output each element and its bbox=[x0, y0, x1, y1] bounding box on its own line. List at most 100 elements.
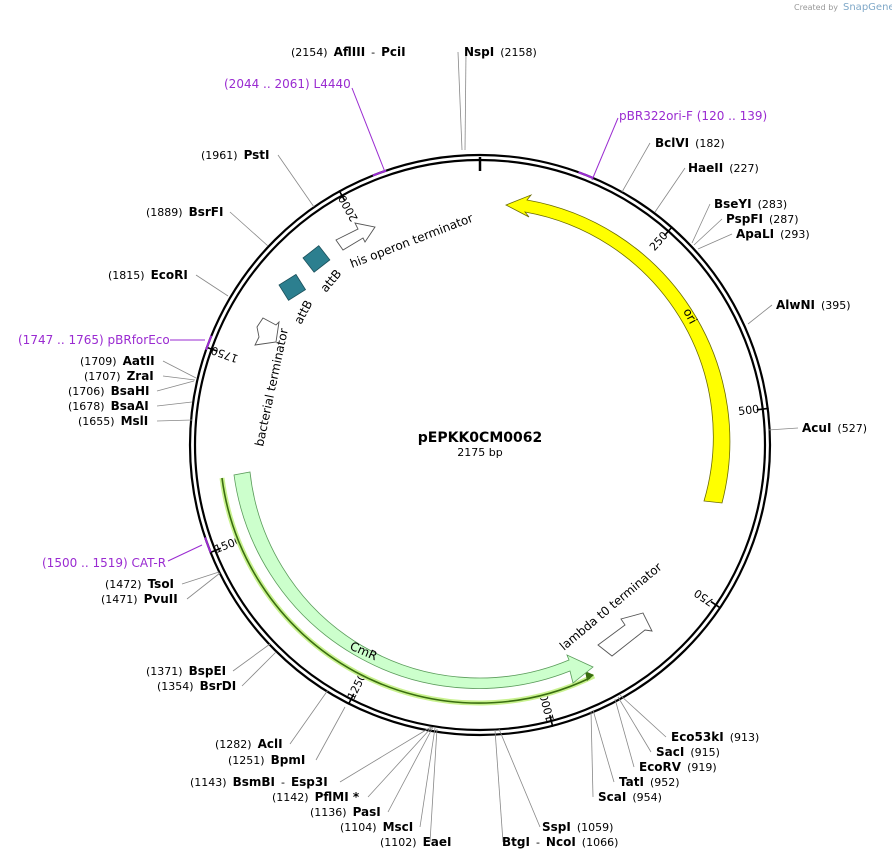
restriction-site-label[interactable]: ScaI(954) bbox=[598, 790, 662, 804]
restriction-site-label[interactable]: (1707)ZraI bbox=[84, 369, 154, 383]
tick-label-2000: 2000 bbox=[336, 193, 361, 224]
site-leader-line bbox=[241, 651, 277, 687]
lambda-t0-terminator-arrow[interactable] bbox=[597, 612, 653, 657]
site-leader-line bbox=[387, 726, 434, 813]
enzyme-name: TatI bbox=[619, 775, 644, 789]
ori-feature[interactable] bbox=[505, 194, 731, 504]
enzyme-name: HaeII bbox=[688, 161, 723, 175]
restriction-site-label[interactable]: (1815)EcoRI bbox=[108, 268, 188, 282]
site-position: (395) bbox=[821, 299, 851, 312]
restriction-site-label[interactable]: SspI (1059) bbox=[542, 820, 613, 834]
tick-mark-1250 bbox=[347, 693, 355, 705]
site-position: (2154) bbox=[291, 46, 328, 59]
site-leader-line bbox=[232, 643, 271, 672]
site-position: (1102) bbox=[380, 836, 417, 849]
tick-mark-2000 bbox=[338, 190, 346, 202]
restriction-site-label[interactable]: PspFI(287) bbox=[726, 212, 799, 226]
restriction-site-label[interactable]: EcoRV(919) bbox=[639, 760, 717, 774]
his-operon-terminator-arrow[interactable] bbox=[335, 222, 376, 251]
site-leader-line bbox=[691, 203, 711, 244]
site-position: (1655) bbox=[78, 415, 115, 428]
site-position: (527) bbox=[837, 422, 867, 435]
tick-mark-750 bbox=[710, 600, 722, 609]
site-position: (1143) bbox=[190, 776, 227, 789]
restriction-site-label[interactable]: AcuI(527) bbox=[802, 421, 867, 435]
restriction-site-label[interactable]: (1142)PflMI * bbox=[272, 790, 360, 804]
site-position: (1059) bbox=[577, 821, 614, 834]
primer-label[interactable]: (1500 .. 1519) CAT-R bbox=[42, 556, 166, 570]
enzyme-name: EaeI bbox=[423, 835, 452, 849]
primer-label[interactable]: (1747 .. 1765) pBRforEco bbox=[18, 333, 170, 347]
attb-box-1[interactable] bbox=[278, 273, 307, 301]
enzyme-name: BclVI bbox=[655, 136, 689, 150]
restriction-sites: (2154)AflIII-PciI NspI(2158) BclVI(182) Hae… bbox=[68, 45, 867, 849]
site-leader-line bbox=[367, 726, 433, 798]
site-leader-line bbox=[162, 375, 196, 381]
restriction-site-label[interactable]: (1709)AatII bbox=[80, 354, 155, 368]
site-leader-line bbox=[590, 710, 594, 798]
site-position: (283) bbox=[758, 198, 788, 211]
his-operon-terminator-label: his operon terminator bbox=[348, 211, 475, 271]
site-leader-line bbox=[315, 706, 346, 761]
site-leader-line bbox=[162, 360, 197, 379]
restriction-site-label[interactable]: TatI(952) bbox=[619, 775, 680, 789]
site-position: - bbox=[536, 836, 540, 849]
restriction-site-label[interactable]: (1136)PasI bbox=[310, 805, 381, 819]
restriction-site-label[interactable]: (1471)PvuII bbox=[101, 592, 178, 606]
enzyme-name: AclI bbox=[258, 737, 283, 751]
enzyme-name: SspI bbox=[542, 820, 571, 834]
restriction-site-label[interactable]: (1102) EaeI bbox=[380, 835, 451, 849]
site-position: (293) bbox=[780, 228, 810, 241]
site-leader-line bbox=[156, 401, 193, 407]
cmr-strand-line bbox=[221, 477, 591, 704]
site-leader-line bbox=[498, 728, 541, 828]
site-position: (287) bbox=[769, 213, 799, 226]
restriction-site-label[interactable]: ApaLI (293) bbox=[736, 227, 810, 241]
enzyme-name: Eco53kI bbox=[671, 730, 724, 744]
restriction-site-label[interactable]: BseYI(283) bbox=[714, 197, 787, 211]
restriction-site-label[interactable]: SacI(915) bbox=[656, 745, 720, 759]
restriction-site-label[interactable]: BclVI(182) bbox=[655, 136, 725, 150]
primer-label[interactable]: pBR322ori-F (120 .. 139) bbox=[619, 109, 767, 123]
primer-leader-line bbox=[167, 544, 203, 562]
site-leader-line bbox=[186, 572, 221, 600]
site-leader-line bbox=[617, 696, 652, 753]
restriction-site-label[interactable]: (1143)BsmBI-Esp3I bbox=[190, 775, 328, 789]
restriction-site-label[interactable]: NspI(2158) bbox=[464, 45, 537, 59]
restriction-site-label[interactable]: (2154)AflIII-PciI bbox=[291, 45, 406, 59]
site-position: (915) bbox=[690, 746, 720, 759]
cmr-feature[interactable] bbox=[233, 471, 594, 689]
enzyme-name: PstI bbox=[244, 148, 270, 162]
restriction-site-label[interactable]: AlwNI(395) bbox=[776, 298, 851, 312]
attb-label-1: attB bbox=[291, 298, 315, 327]
restriction-site-label[interactable]: (1472)TsoI bbox=[105, 577, 174, 591]
restriction-site-label[interactable]: HaeII(227) bbox=[688, 161, 759, 175]
primer-label[interactable]: (2044 .. 2061) L4440 bbox=[224, 77, 351, 91]
restriction-site-label[interactable]: (1889)BsrFI bbox=[146, 205, 223, 219]
restriction-site-label[interactable]: (1251)BpmI bbox=[228, 753, 305, 767]
site-position: (1142) bbox=[272, 791, 309, 804]
restriction-site-label[interactable]: (1678)BsaAI bbox=[68, 399, 149, 413]
restriction-site-label[interactable]: (1961)PstI bbox=[201, 148, 270, 162]
site-leader-line bbox=[277, 154, 315, 208]
restriction-site-label[interactable]: (1706)BsaHI bbox=[68, 384, 149, 398]
enzyme-name: ScaI bbox=[598, 790, 626, 804]
enzyme-name: BpmI bbox=[271, 753, 306, 767]
restriction-site-label[interactable]: (1371)BspEI bbox=[146, 664, 226, 678]
restriction-site-label[interactable]: BtgI-NcoI(1066) bbox=[502, 835, 618, 849]
enzyme-name: ApaLI bbox=[736, 227, 774, 241]
restriction-site-label[interactable]: (1104)MscI bbox=[340, 820, 413, 834]
restriction-site-label[interactable]: (1354)BsrDI bbox=[157, 679, 236, 693]
restriction-site-label[interactable]: (1282)AclI bbox=[215, 737, 283, 751]
tick-mark-500 bbox=[756, 407, 769, 411]
tick-label-1750: 1750 bbox=[209, 343, 240, 365]
attb-box-2[interactable] bbox=[302, 245, 331, 273]
site-leader-line bbox=[429, 728, 438, 843]
backbone-outer-ring bbox=[188, 153, 772, 737]
cmr-arrow-head bbox=[585, 671, 594, 681]
bacterial-terminator-arrow[interactable] bbox=[254, 317, 280, 346]
restriction-site-label[interactable]: Eco53kI(913) bbox=[671, 730, 759, 744]
restriction-site-label[interactable]: (1655)MslI bbox=[78, 414, 148, 428]
credit-brand: SnapGene bbox=[843, 2, 892, 13]
